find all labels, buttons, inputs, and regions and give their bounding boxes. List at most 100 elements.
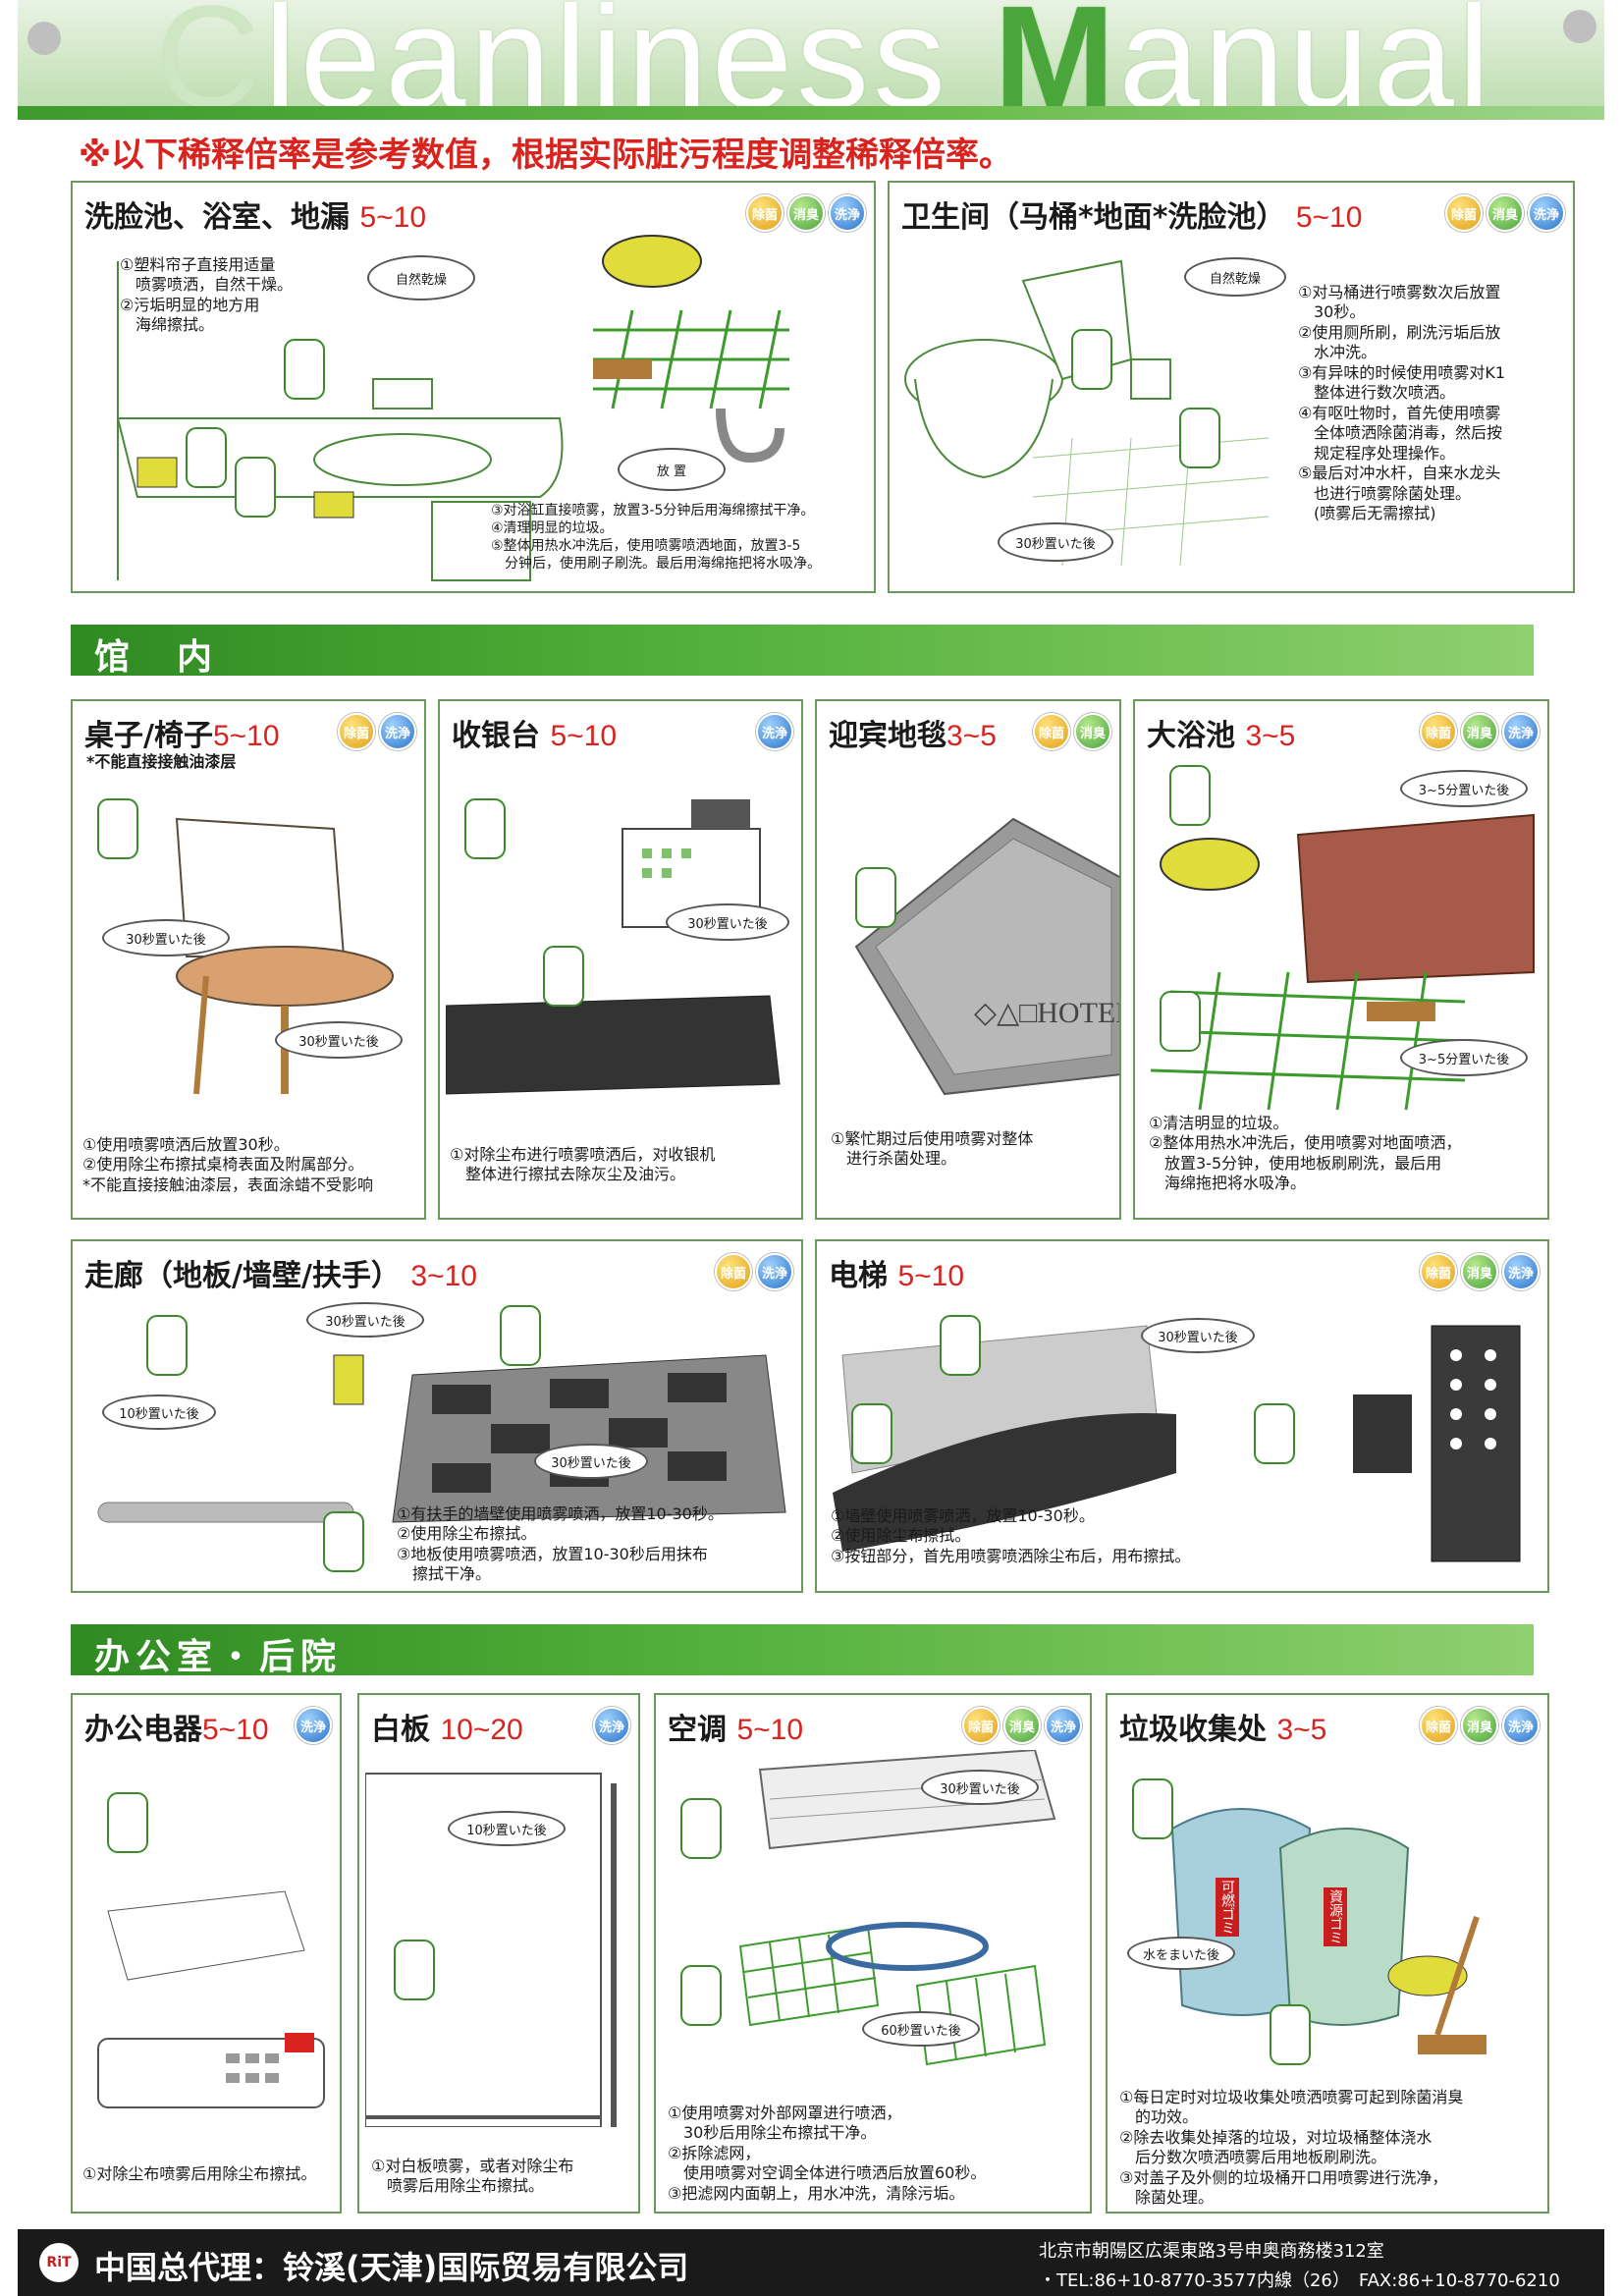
badge-senjo: 洗浄 bbox=[1528, 194, 1565, 232]
instruction-text: ①使用喷雾喷洒后放置30秒。 ②使用除尘布擦拭桌椅表面及附属部分。 *不能直接接… bbox=[82, 1135, 374, 1194]
panel-title: 收银台 5~10 bbox=[452, 719, 618, 753]
drain-illustration bbox=[593, 235, 789, 464]
badge-shoshu: 消臭 bbox=[1003, 1707, 1041, 1744]
badge-shoshu: 消臭 bbox=[1461, 1253, 1498, 1290]
panel-title: 白板 10~20 bbox=[371, 1713, 523, 1747]
panel-register: 收银台 5~10 洗浄 30秒置いた後 ①对除尘布进行喷雾喷洒后，对收银机 整体… bbox=[438, 699, 803, 1220]
panel-title: 走廊（地板/墙壁/扶手） 3~10 bbox=[84, 1259, 477, 1293]
badge-group: 洗浄 bbox=[756, 713, 793, 750]
bubble-30sec: 30秒置いた後 bbox=[998, 522, 1113, 562]
company-logo: RiT bbox=[39, 2243, 79, 2282]
badge-shoshu: 消臭 bbox=[1461, 713, 1498, 750]
badge-shoshu: 消臭 bbox=[1487, 194, 1524, 232]
bubble-60sec: 60秒置いた後 bbox=[862, 2011, 980, 2047]
instruction-text: ①墙壁使用喷雾喷洒，放置10-30秒。 ②使用除尘布擦拭。 ③按钮部分，首先用喷… bbox=[831, 1506, 1191, 1565]
badge-jokin: 除菌 bbox=[338, 713, 375, 750]
badge-senjo: 洗浄 bbox=[1045, 1707, 1082, 1744]
panel-garbage: 垃圾收集处 3~5 除菌 消臭 洗浄 可燃ゴミ 資源ゴミ 水をまいた後 ①每日定… bbox=[1106, 1693, 1549, 2214]
whiteboard-illustration bbox=[365, 1773, 617, 2127]
badge-group: 除菌 消臭 洗浄 bbox=[962, 1707, 1082, 1744]
badge-jokin: 除菌 bbox=[1420, 713, 1457, 750]
punch-hole-left bbox=[27, 22, 61, 55]
badge-jokin: 除菌 bbox=[962, 1707, 1000, 1744]
bath-illustration bbox=[1150, 765, 1535, 1111]
header-stripe bbox=[18, 106, 1604, 120]
panel-sink: 洗脸池、浴室、地漏 5~10 除菌 消臭 洗浄 ①塑料帘子直接用适量 喷雾喷洒，… bbox=[71, 181, 876, 593]
aircon-illustration bbox=[680, 1750, 1056, 2066]
panel-title: 桌子/椅子5~10 bbox=[84, 719, 280, 753]
bubble-3to5min: 3~5分置いた後 bbox=[1400, 1039, 1528, 1076]
badge-group: 除菌 洗浄 bbox=[338, 713, 416, 750]
badge-jokin: 除菌 bbox=[746, 194, 784, 232]
badge-group: 除菌 消臭 洗浄 bbox=[1420, 1707, 1540, 1744]
panel-title: 空调 5~10 bbox=[668, 1713, 804, 1747]
panel-title: 办公电器5~10 bbox=[84, 1713, 269, 1747]
panel-subtitle: *不能直接接触油漆层 bbox=[86, 752, 237, 771]
toilet-illustration bbox=[904, 259, 1270, 567]
panel-title: 洗脸池、浴室、地漏 5~10 bbox=[84, 200, 427, 235]
corridor-illustration bbox=[97, 1305, 786, 1572]
bubble-3to5min: 3~5分置いた後 bbox=[1400, 770, 1528, 807]
bubble-after-water: 水をまいた後 bbox=[1127, 1937, 1235, 1970]
bubble-10sec: 10秒置いた後 bbox=[102, 1394, 216, 1430]
instruction-text: ①对白板喷雾，或者对除尘布 喷雾后用除尘布擦拭。 bbox=[371, 2157, 574, 2196]
carpet-illustration bbox=[854, 817, 1119, 1096]
badge-senjo: 洗浄 bbox=[1502, 1707, 1540, 1744]
bubble-natural-dry: 自然乾燥 bbox=[1184, 257, 1286, 297]
bubble-30sec: 30秒置いた後 bbox=[1141, 1318, 1255, 1353]
bubble-natural-dry: 自然乾燥 bbox=[367, 255, 475, 301]
instruction-text: ①有扶手的墙壁使用喷雾喷洒，放置10-30秒。 ②使用除尘布擦拭。 ③地板使用喷… bbox=[397, 1504, 724, 1584]
instruction-text: ①清洁明显的垃圾。 ②整体用热水冲洗后，使用喷雾对地面喷洒， 放置3-5分钟，使… bbox=[1149, 1114, 1462, 1193]
company-phone: ・TEL:86+10-8770-3577内線（26） FAX:86+10-877… bbox=[1039, 2270, 1560, 2291]
punch-hole-right bbox=[1563, 10, 1596, 43]
bin-label-recyclable: 資源ゴミ bbox=[1324, 1887, 1347, 1946]
panel-office-equipment: 办公电器5~10 洗浄 ①对除尘布喷雾后用除尘布擦拭。 bbox=[71, 1693, 342, 2214]
bubble-30sec: 30秒置いた後 bbox=[306, 1302, 424, 1338]
badge-jokin: 除菌 bbox=[1420, 1253, 1457, 1290]
manual-title: Cleanliness Manual bbox=[155, 0, 1494, 120]
panel-whiteboard: 白板 10~20 洗浄 10秒置いた後 ①对白板喷雾，或者对除尘布 喷雾后用除尘… bbox=[357, 1693, 640, 2214]
badge-group: 除菌 消臭 洗浄 bbox=[1420, 1253, 1540, 1290]
bin-label-burnable: 可燃ゴミ bbox=[1216, 1878, 1239, 1937]
badge-senjo: 洗浄 bbox=[1502, 713, 1540, 750]
badge-shoshu: 消臭 bbox=[1074, 713, 1111, 750]
badge-senjo: 洗浄 bbox=[379, 713, 416, 750]
badge-jokin: 除菌 bbox=[715, 1253, 752, 1290]
panel-aircon: 空调 5~10 除菌 消臭 洗浄 30秒置いた後 60秒置いた後 ①使用喷雾对外… bbox=[654, 1693, 1092, 2214]
instruction-text: ①繁忙期过后使用喷雾对整体 进行杀菌处理。 bbox=[831, 1129, 1034, 1169]
badge-group: 除菌 洗浄 bbox=[715, 1253, 793, 1290]
badge-shoshu: 消臭 bbox=[787, 194, 825, 232]
panel-toilet: 卫生间（马桶*地面*洗脸池） 5~10 除菌 消臭 洗浄 自然乾燥 30秒置いた… bbox=[888, 181, 1575, 593]
phone-illustration bbox=[97, 1792, 325, 2108]
badge-group: 洗浄 bbox=[295, 1707, 332, 1744]
bubble-30sec: 30秒置いた後 bbox=[102, 919, 230, 957]
badge-jokin: 除菌 bbox=[1033, 713, 1070, 750]
footer: RiT 中国总代理：铃溪(天津)国际贸易有限公司 北京市朝陽区広渠東路3号申奥商… bbox=[18, 2229, 1604, 2296]
badge-jokin: 除菌 bbox=[1445, 194, 1483, 232]
badge-group: 除菌 消臭 bbox=[1033, 713, 1111, 750]
badge-group: 除菌 消臭 洗浄 bbox=[1420, 713, 1540, 750]
instruction-text: ①对马桶进行喷雾数次后放置 30秒。 ②使用厕所刷，刷洗污垢后放 水冲洗。 ③有… bbox=[1298, 283, 1506, 523]
bubble-30sec: 30秒置いた後 bbox=[921, 1770, 1039, 1805]
register-illustration bbox=[446, 798, 781, 1095]
badge-group: 洗浄 bbox=[593, 1707, 630, 1744]
company-address: 北京市朝陽区広渠東路3号申奥商務楼312室 bbox=[1039, 2241, 1384, 2262]
badge-shoshu: 消臭 bbox=[1461, 1707, 1498, 1744]
instruction-text: ①塑料帘子直接用适量 喷雾喷洒，自然干燥。 ②污垢明显的地方用 海绵擦拭。 bbox=[120, 255, 294, 335]
instruction-text: ①每日定时对垃圾收集处喷洒喷雾可起到除菌消臭 的功效。 ②除去收集处掉落的垃圾，… bbox=[1119, 2088, 1464, 2208]
elevator-illustration bbox=[833, 1315, 1521, 1562]
instruction-text: ①对除尘布进行喷雾喷洒后，对收银机 整体进行擦拭去除灰尘及油污。 bbox=[450, 1145, 716, 1184]
bubble-30sec: 30秒置いた後 bbox=[534, 1444, 648, 1479]
header-banner: Cleanliness Manual bbox=[18, 0, 1604, 120]
panel-carpet: 迎宾地毯3~5 除菌 消臭 ◇△□HOTEL ①繁忙期过后使用喷雾对整体 进行杀… bbox=[815, 699, 1121, 1220]
badge-senjo: 洗浄 bbox=[756, 713, 793, 750]
instruction-text: ①对除尘布喷雾后用除尘布擦拭。 bbox=[82, 2164, 317, 2183]
panel-desk: 桌子/椅子5~10 *不能直接接触油漆层 除菌 洗浄 30秒置いた後 30秒置い… bbox=[71, 699, 426, 1220]
badge-jokin: 除菌 bbox=[1420, 1707, 1457, 1744]
mat-logo-text: ◇△□HOTEL bbox=[974, 997, 1121, 1029]
sink-illustration bbox=[116, 261, 564, 581]
instruction-text: ①使用喷雾对外部网罩进行喷洒， 30秒后用除尘布擦拭干净。 ②拆除滤网， 使用喷… bbox=[668, 2104, 987, 2203]
panel-title: 大浴池 3~5 bbox=[1147, 719, 1296, 753]
dilution-notice: ※以下稀释倍率是参考数值，根据实际脏污程度调整稀释倍率。 bbox=[79, 136, 1013, 175]
badge-senjo: 洗浄 bbox=[593, 1707, 630, 1744]
